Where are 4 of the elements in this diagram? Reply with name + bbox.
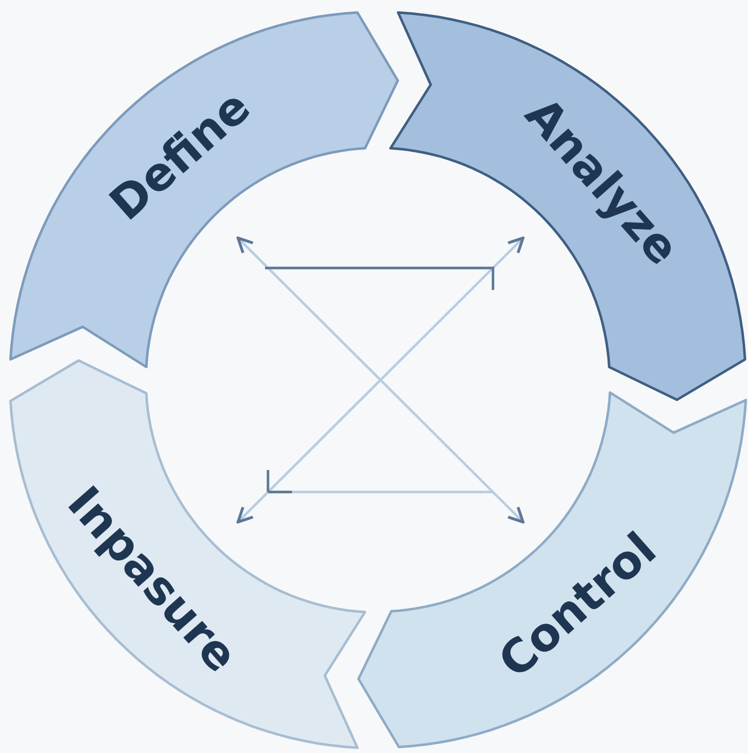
cycle-arrow-segment [9,358,367,749]
cycle-arrow-segment [356,391,747,749]
cycle-arrow-segment [389,11,747,402]
cycle-arrow-segment [9,11,400,369]
